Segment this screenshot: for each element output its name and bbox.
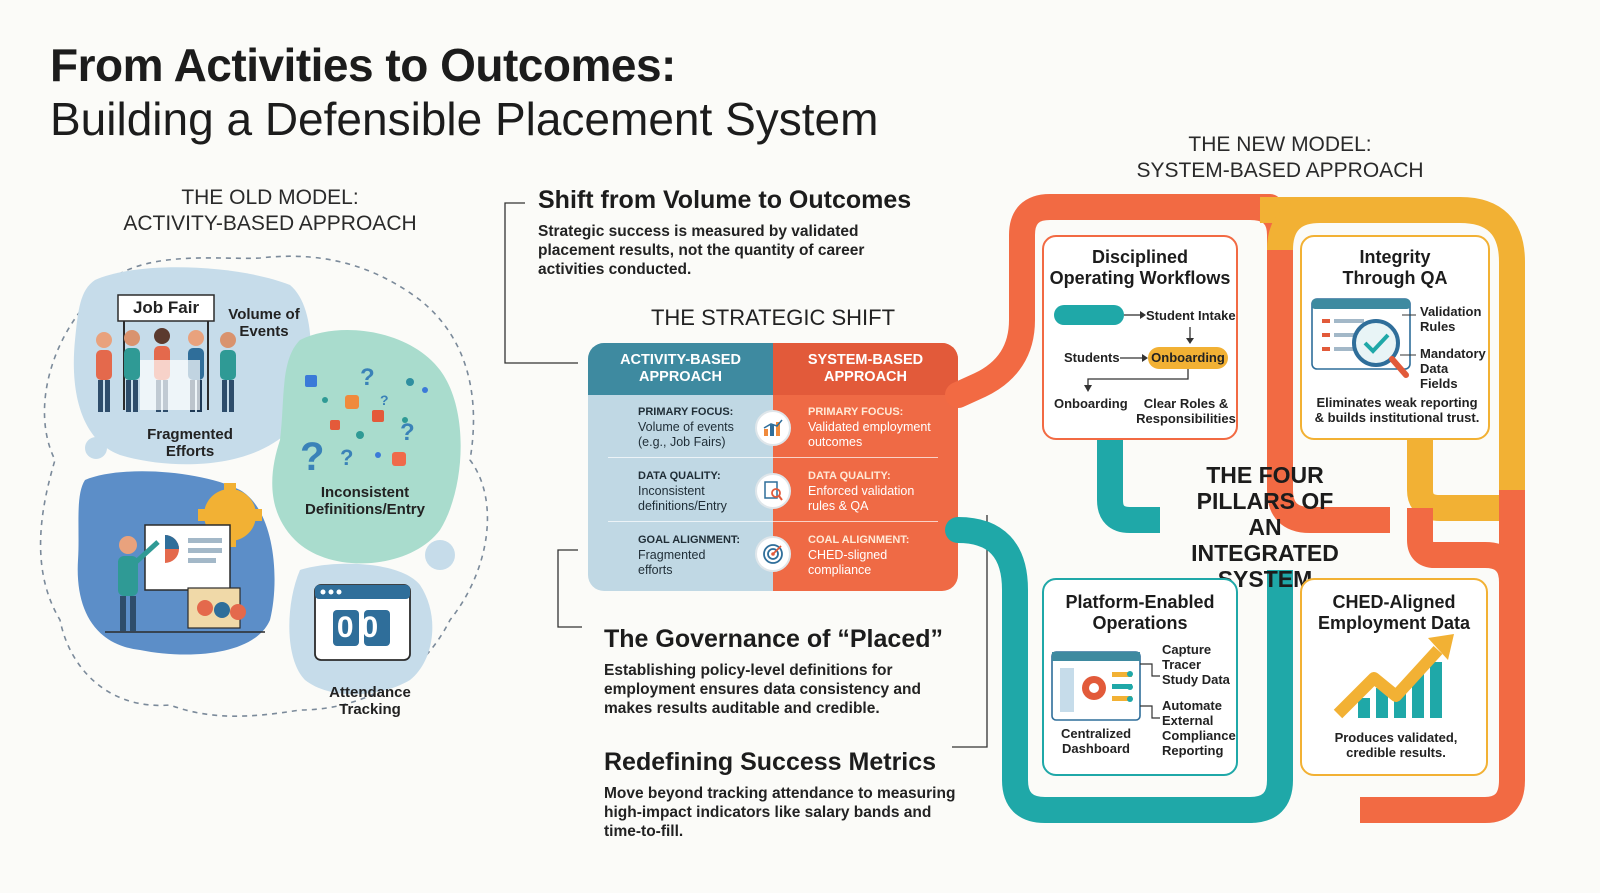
svg-text:?: ? [380, 392, 389, 408]
onboarding-label: Onboarding [1054, 396, 1128, 411]
shift-heading: Shift from Volume to Outcomes [538, 186, 912, 214]
old-model-illustration: ? ? ? ? ? [39, 255, 489, 717]
new-model-heading: THE NEW MODEL: SYSTEM-BASED APPROACH [1136, 133, 1424, 182]
four-pillars-label: THE FOUR PILLARS OF AN INTEGRATED SYSTEM [1191, 462, 1339, 592]
target-icon [755, 536, 791, 572]
metrics-heading: Redefining Success Metrics [604, 748, 937, 776]
middle-connector-lines [504, 202, 988, 748]
svg-text:?: ? [300, 435, 324, 479]
governance-heading: The Governance of “Placed” [604, 625, 943, 653]
student-intake-label: Student Intake [1146, 308, 1236, 323]
dashboard-gear-icon [1051, 651, 1160, 721]
attendance-counter: 00 [336, 611, 387, 644]
strategic-shift-heading: THE STRATEGIC SHIFT [650, 305, 896, 330]
qa-magnifier-icon [1311, 298, 1416, 378]
inconsistent-blob [272, 330, 461, 564]
onboarding-box: Onboarding [1151, 350, 1225, 365]
dashed-cloud-outline [39, 255, 489, 717]
svg-text:?: ? [360, 364, 375, 391]
left-row-1: PRIMARY FOCUS:Volume of events(e.g., Job… [638, 406, 734, 449]
svg-text:?: ? [340, 445, 353, 470]
bar-chart-icon [755, 410, 791, 446]
job-fair-sign: Job Fair [132, 298, 200, 317]
page-title: From Activities to Outcomes: [50, 39, 676, 91]
qa-description: Eliminates weak reporting& builds instit… [1314, 395, 1480, 425]
ched-description: Produces validated,credible results. [1334, 730, 1458, 760]
governance-text: Establishing policy-level definitions fo… [604, 662, 921, 717]
growth-chart-icon [1333, 634, 1454, 719]
svg-text:?: ? [400, 419, 415, 446]
document-search-icon [755, 473, 791, 509]
shift-text: Strategic success is measured by validat… [538, 223, 865, 278]
roles-label: Clear Roles &Responsibilities [1136, 396, 1236, 426]
page-subtitle: Building a Defensible Placement System [50, 93, 879, 145]
metrics-text: Move beyond tracking attendance to measu… [604, 785, 956, 840]
students-label: Students [1064, 350, 1120, 365]
pillar-pipes [945, 194, 1525, 823]
old-model-heading: THE OLD MODEL: ACTIVITY-BASED APPROACH [123, 186, 417, 235]
